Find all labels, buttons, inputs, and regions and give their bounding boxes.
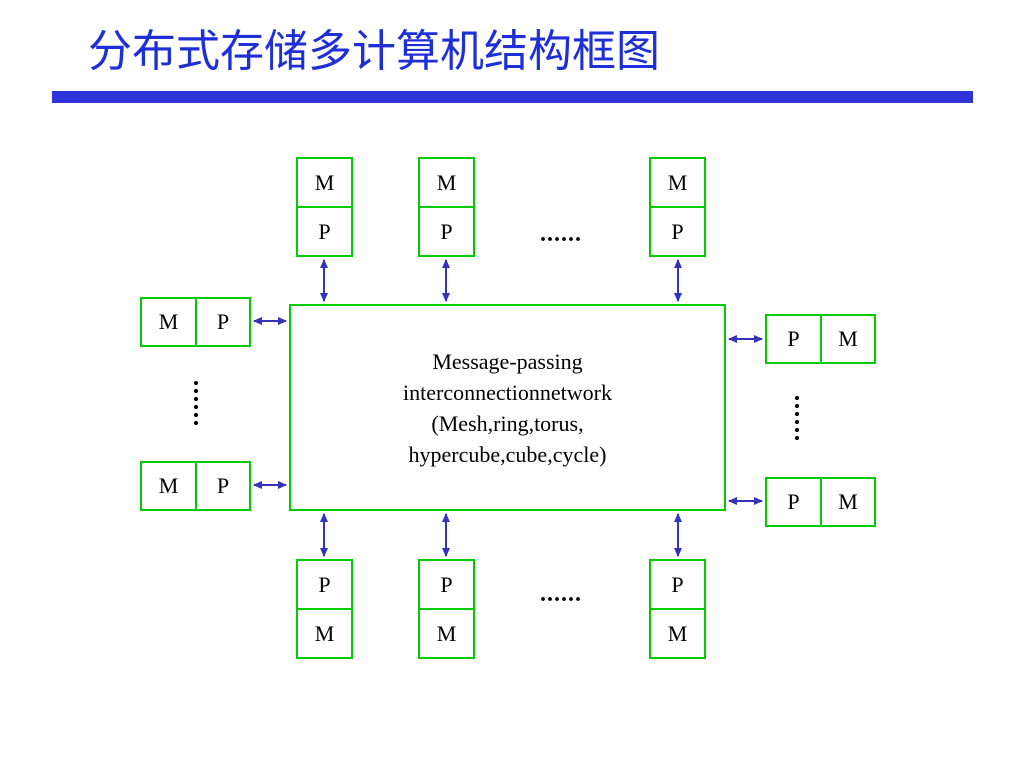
network-line-3: (Mesh,ring,torus, xyxy=(431,410,584,436)
top-ellipsis: ...... xyxy=(540,221,582,247)
left-node-1-memory: M xyxy=(140,297,197,347)
right-node-2-processor: P xyxy=(765,477,822,527)
top-node-3-processor: P xyxy=(649,206,706,257)
top-node-2-memory: M xyxy=(418,157,475,208)
left-vertical-ellipsis xyxy=(194,381,200,429)
left-node-2-processor: P xyxy=(195,461,251,511)
right-node-2-memory: M xyxy=(820,477,876,527)
top-node-1-processor: P xyxy=(296,206,353,257)
bottom-node-3-memory: M xyxy=(649,608,706,659)
bottom-node-1-memory: M xyxy=(296,608,353,659)
network-line-2: interconnectionnetwork xyxy=(403,379,612,405)
left-node-1-processor: P xyxy=(195,297,251,347)
network-line-1: Message-passing xyxy=(432,348,583,374)
right-vertical-ellipsis xyxy=(795,396,801,444)
bottom-node-1-processor: P xyxy=(296,559,353,610)
bottom-node-2-memory: M xyxy=(418,608,475,659)
network-line-4: hypercube,cube,cycle) xyxy=(408,441,607,467)
top-node-2-processor: P xyxy=(418,206,475,257)
left-node-2-memory: M xyxy=(140,461,197,511)
interconnection-network-box: Message-passing interconnectionnetwork (… xyxy=(289,304,726,511)
title-underline-bar xyxy=(52,91,973,103)
slide-title: 分布式存储多计算机结构框图 xyxy=(88,26,660,77)
right-node-1-memory: M xyxy=(820,314,876,364)
network-description: Message-passing interconnectionnetwork (… xyxy=(403,346,612,470)
bottom-ellipsis: ...... xyxy=(540,581,582,607)
bottom-node-2-processor: P xyxy=(418,559,475,610)
